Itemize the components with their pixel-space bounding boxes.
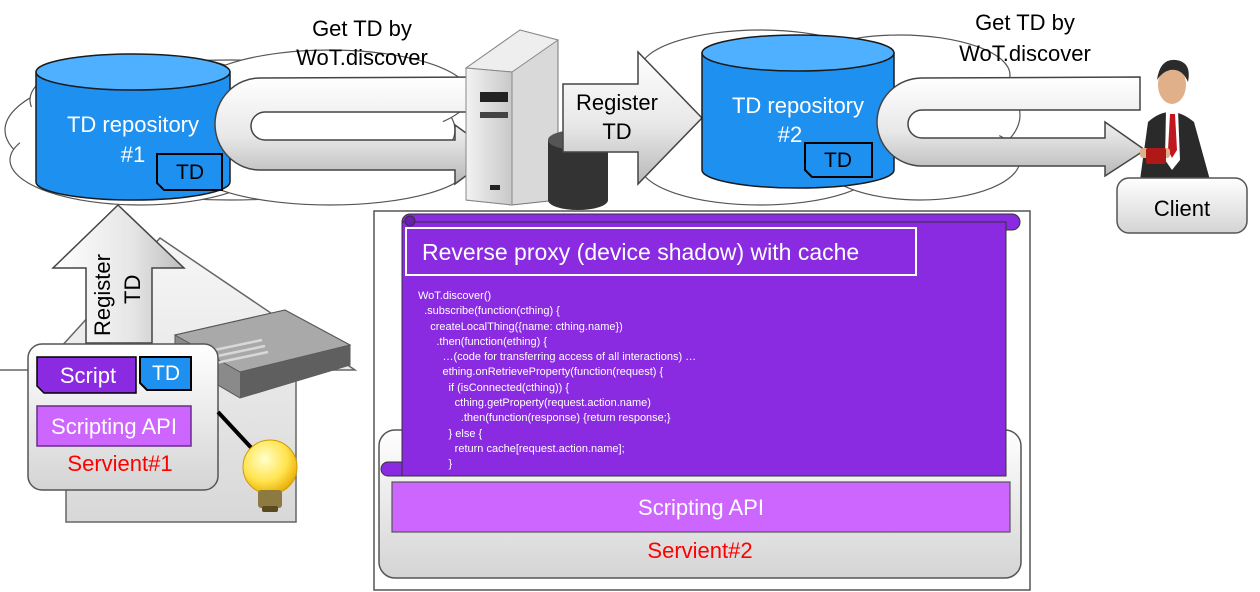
code-line: WoT.discover() [418, 290, 492, 302]
code-line: .then(function(ething) { [418, 335, 548, 348]
get-td-arrow-left [214, 76, 497, 186]
client-label: Client [1154, 196, 1210, 221]
register-td-center-line2: TD [602, 119, 631, 144]
code-listing: WoT.discover() .subscribe(function(cthin… [418, 289, 998, 473]
repo1-number: #1 [121, 142, 145, 167]
register-td-vertical-line2: TD [120, 275, 145, 304]
td-document-icon-servient1: TD [139, 356, 192, 391]
code-line: .subscribe(function(cthing) { [418, 305, 560, 318]
reverse-proxy-title: Reverse proxy (device shadow) with cache [422, 239, 859, 265]
get-td-right-line1: Get TD by [975, 10, 1075, 35]
td-document-icon-repo1: TD [156, 153, 223, 191]
repo2-title: TD repository [732, 93, 864, 118]
register-td-center-line1: Register [576, 90, 658, 115]
get-td-left-line1: Get TD by [312, 16, 412, 41]
code-line: } else { [418, 427, 483, 440]
get-td-right-line2: WoT.discover [959, 41, 1091, 66]
script-block: Script [36, 356, 137, 394]
scripting-api-2-label: Scripting API [638, 495, 764, 520]
td-document-icon-repo2: TD [804, 142, 873, 178]
client-person-icon [1140, 59, 1210, 180]
script-label: Script [60, 363, 116, 388]
code-line: .then(function(response) {return respons… [418, 412, 671, 425]
server-icon [464, 29, 608, 210]
get-td-left-line2: WoT.discover [296, 45, 428, 70]
repo1-title: TD repository [67, 112, 199, 137]
scripting-api-block-2: Scripting API [391, 481, 1011, 533]
register-td-vertical-line1: Register [90, 254, 115, 336]
repo2-number: #2 [778, 122, 802, 147]
code-line: createLocalThing({name: cthing.name}) [418, 320, 623, 333]
scripting-api-block-1: Scripting API [36, 405, 192, 447]
register-td-arrow-center: Register TD [562, 50, 704, 186]
servient-2-label: Servient#2 [647, 538, 752, 563]
code-line: if (isConnected(cthing)) { [418, 381, 570, 394]
client-box: Client [1116, 177, 1248, 234]
servient-1-label: Servient#1 [67, 451, 172, 476]
code-line: } [418, 458, 453, 471]
code-line: ething.onRetrieveProperty(function(reque… [418, 366, 664, 379]
td-badge-repo2: TD [824, 149, 852, 172]
code-line: …(code for transferring access of all in… [418, 351, 697, 364]
register-td-arrow-vertical: Register TD [51, 203, 186, 344]
scripting-api-1-label: Scripting API [51, 414, 177, 439]
reverse-proxy-title-box: Reverse proxy (device shadow) with cache [405, 227, 917, 276]
light-bulb-icon [216, 410, 298, 512]
td-badge-servient1: TD [152, 362, 180, 385]
td-badge-repo1: TD [176, 161, 204, 184]
get-td-arrow-right [876, 76, 1147, 178]
code-line: return cache[request.action.name]; [418, 442, 625, 455]
code-line: cthing.getProperty(request.action.name) [418, 397, 651, 410]
